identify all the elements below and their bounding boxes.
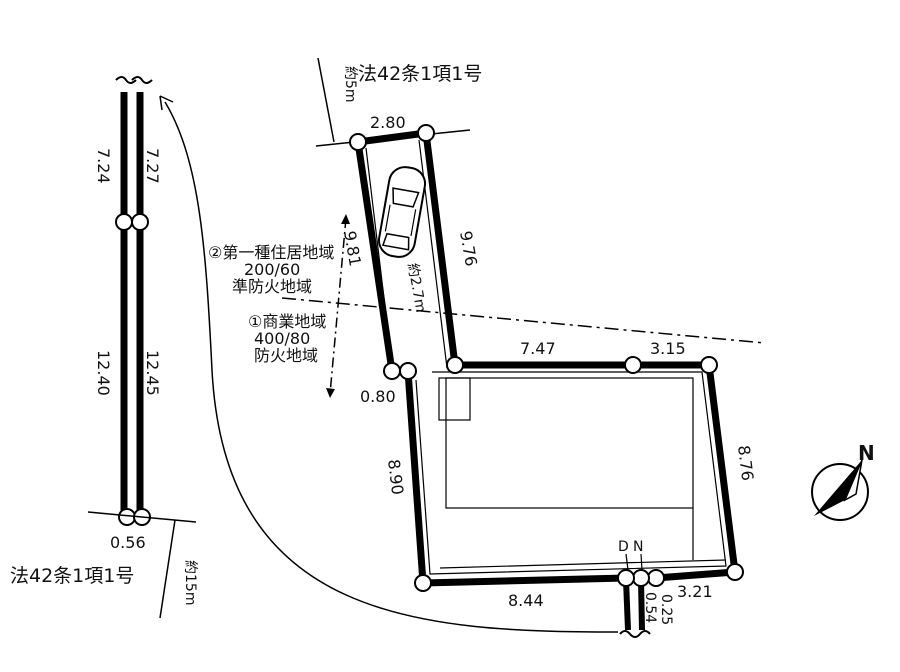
car-icon [377, 166, 427, 258]
zone2-fire: 準防火地域 [232, 277, 312, 296]
north-label: N [858, 441, 875, 465]
right-side-dim: 8.76 [734, 444, 757, 482]
curved-arrow [159, 95, 619, 633]
zone-arrows [326, 214, 350, 398]
left-road-boundary [87, 76, 197, 526]
top-mid-1-dim: 7.47 [520, 339, 556, 358]
top-width-dim: 2.80 [370, 113, 406, 132]
zone-boundary-line [281, 297, 766, 344]
dn-label: D [618, 539, 629, 555]
road-left-mid-dim: 12.40 [94, 350, 113, 396]
zone2-name: ②第一種住居地域 [208, 243, 334, 262]
site-boundary [349, 124, 744, 638]
building-footprint [438, 377, 694, 560]
left-side-upper-dim: 9.81 [340, 229, 365, 267]
bottom-right-dim: 3.21 [677, 582, 713, 601]
road-right-top-dim: 7.27 [143, 148, 162, 184]
road-bottom-dim: 0.56 [110, 533, 146, 552]
north-road-label: 法42条1項1号 [358, 63, 482, 85]
jog-dim: 0.80 [360, 387, 396, 406]
driveway-width-approx: 約2.7m [404, 262, 428, 314]
zone1-ratio: 400/80 [254, 329, 310, 348]
zone2-ratio: 200/60 [244, 260, 300, 279]
top-mid-2-dim: 3.15 [650, 339, 686, 358]
left-side-lower-dim: 8.90 [384, 458, 407, 496]
road-left-top-dim: 7.24 [94, 148, 113, 184]
bottom-dim: 8.44 [508, 591, 544, 610]
small-a-dim: 0.54 [642, 592, 658, 623]
zone1-fire: 防火地域 [254, 346, 318, 365]
north-road-approx: 約5m [342, 66, 358, 103]
road-right-mid-dim: 12.45 [143, 350, 162, 396]
zone1-name: ①商業地域 [248, 312, 326, 331]
south-road-approx: 約15m [182, 560, 198, 605]
n2-label: N [633, 539, 643, 555]
right-side-upper-dim: 9.76 [456, 229, 481, 267]
south-road-label: 法42条1項1号 [10, 565, 134, 587]
small-b-dim: 0.25 [658, 594, 674, 625]
north-arrow-icon [811, 459, 869, 521]
